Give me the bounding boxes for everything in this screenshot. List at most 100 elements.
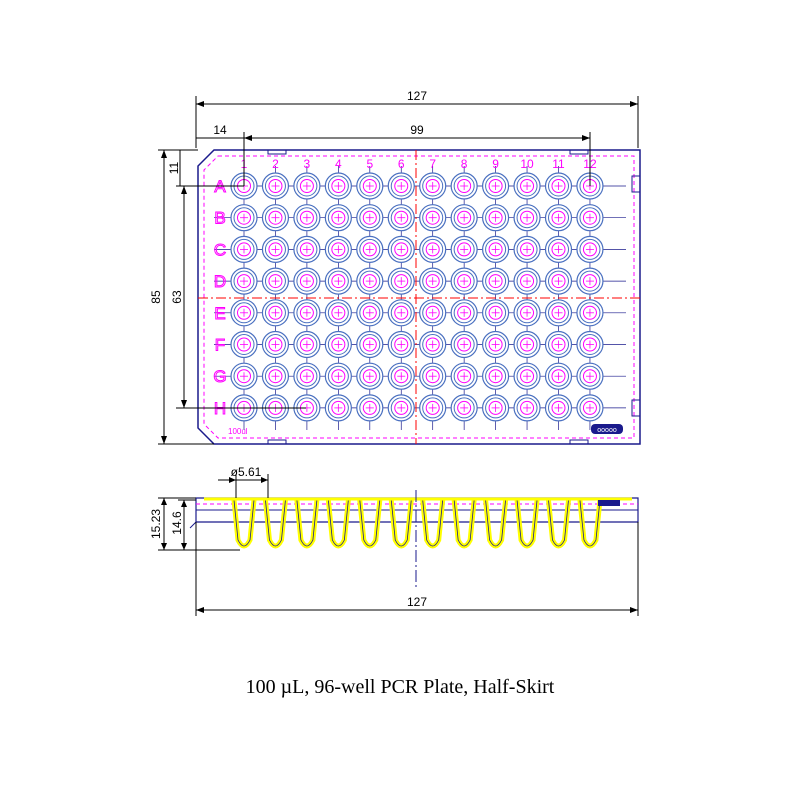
well — [513, 330, 541, 359]
well — [544, 299, 573, 327]
tube — [420, 499, 446, 549]
well — [324, 267, 352, 295]
well — [576, 267, 604, 295]
tube — [231, 499, 257, 549]
volume-mark: 100ul — [228, 427, 248, 436]
well — [387, 204, 415, 232]
column-label: 8 — [461, 157, 468, 171]
well — [230, 362, 258, 390]
well — [387, 267, 415, 295]
dim-a1-offset-x-label: 14 — [213, 123, 227, 137]
well — [387, 172, 415, 200]
dim-well-diameter-label: ø5.61 — [231, 465, 262, 479]
plate-outline — [197, 149, 641, 445]
well — [482, 267, 510, 295]
well — [544, 172, 573, 200]
tube — [483, 499, 509, 549]
row-label: F — [215, 336, 225, 355]
well — [230, 267, 258, 295]
well — [544, 394, 573, 422]
well — [482, 204, 510, 232]
well — [513, 235, 541, 263]
well — [293, 235, 321, 263]
well — [513, 362, 541, 390]
well — [230, 235, 258, 263]
tube-outline — [485, 499, 506, 547]
well — [544, 330, 573, 359]
well — [450, 235, 478, 263]
notch-top-right — [569, 149, 589, 155]
tube-outline — [327, 499, 349, 547]
well — [419, 299, 447, 327]
well — [324, 172, 352, 200]
well — [356, 204, 384, 232]
well — [513, 204, 541, 232]
column-label: 3 — [304, 157, 311, 171]
tube — [388, 499, 414, 549]
logo-mark-box — [591, 424, 623, 434]
tube — [451, 499, 477, 549]
well — [356, 330, 384, 359]
plate-inner-border — [203, 155, 635, 439]
well — [482, 299, 510, 327]
dim-a1-offset-y-label: 11 — [167, 161, 181, 174]
well — [450, 172, 478, 200]
tube — [357, 499, 383, 549]
row-label: C — [214, 240, 226, 259]
well — [576, 362, 604, 390]
column-label: 6 — [398, 157, 405, 171]
well — [387, 235, 415, 263]
well — [261, 330, 290, 359]
well — [261, 204, 290, 232]
well — [450, 330, 478, 359]
side-view: ø5.61 15.23 14.6 127 — [149, 465, 639, 616]
well — [293, 362, 321, 390]
dim-well-span-y-label: 63 — [170, 290, 184, 304]
well — [419, 172, 447, 200]
well — [387, 330, 415, 359]
column-label: 2 — [272, 157, 279, 171]
well — [324, 204, 352, 232]
dim-side-width-label: 127 — [407, 595, 427, 609]
well — [482, 235, 510, 263]
well — [356, 267, 384, 295]
well — [544, 204, 573, 232]
well — [324, 299, 352, 327]
notch-top-left — [267, 149, 287, 155]
tube-array — [204, 497, 632, 549]
well — [576, 299, 604, 327]
well — [544, 267, 573, 295]
well — [450, 362, 478, 390]
well — [293, 330, 321, 359]
side-skirt-left — [189, 521, 197, 529]
well — [419, 394, 447, 422]
well — [293, 172, 321, 200]
well — [482, 394, 510, 422]
well — [450, 204, 478, 232]
row-label: B — [214, 209, 225, 228]
column-label: 4 — [335, 157, 342, 171]
well — [576, 394, 604, 422]
well — [356, 362, 384, 390]
well — [324, 362, 352, 390]
row-label: D — [214, 272, 226, 291]
well — [356, 172, 384, 200]
notch-right-top — [631, 175, 641, 193]
notch-bottom-left — [267, 439, 287, 445]
well — [419, 267, 447, 295]
tube — [262, 499, 288, 549]
tube-outline — [359, 499, 381, 547]
well — [450, 299, 478, 327]
dim-total-height-label: 15.23 — [149, 509, 163, 539]
well — [419, 204, 447, 232]
well — [261, 267, 290, 295]
well — [387, 299, 415, 327]
well — [513, 172, 541, 200]
well — [261, 235, 290, 263]
row-label: G — [213, 367, 226, 386]
tube — [325, 499, 351, 549]
well — [356, 235, 384, 263]
tube — [546, 499, 571, 549]
tube-outline — [233, 499, 255, 547]
